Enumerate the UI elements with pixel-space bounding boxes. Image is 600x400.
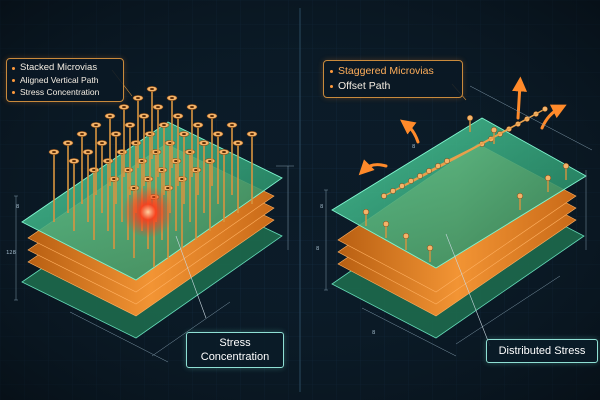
microvia <box>48 149 60 222</box>
copper-trace <box>446 108 546 162</box>
right-dimension-lines <box>324 85 593 357</box>
right-callout-item: Offset Path <box>330 79 456 94</box>
microvia <box>212 131 224 204</box>
microvia <box>118 104 130 177</box>
dimension-label: 8 <box>412 144 416 150</box>
microvia <box>186 104 198 177</box>
dimension-label: 8 <box>16 204 20 210</box>
left-callout-item: Stress Concentration <box>12 86 118 98</box>
microvia <box>68 158 80 231</box>
microvia <box>542 106 548 112</box>
stress-arrows <box>358 76 567 176</box>
microvia <box>408 178 414 184</box>
right-callout: Staggered Microvias Offset Path <box>323 60 463 98</box>
microvia <box>132 95 144 168</box>
microvia <box>158 122 170 195</box>
microvia <box>417 173 423 179</box>
microvia <box>62 140 74 213</box>
microvia <box>435 163 441 169</box>
microvia <box>178 131 190 204</box>
microvia <box>226 122 238 195</box>
microvia <box>198 140 210 213</box>
left-callout-item: Stacked Microvias <box>12 62 118 74</box>
microvia <box>166 95 178 168</box>
left-callout-item: Aligned Vertical Path <box>12 74 118 86</box>
right-trace-network <box>362 106 570 262</box>
microvia <box>152 104 164 177</box>
dimension-label: 8 <box>372 330 376 336</box>
microvia <box>390 188 396 194</box>
right-pcb-stack <box>331 117 587 339</box>
microvia <box>192 122 204 195</box>
microvia <box>426 168 432 174</box>
dimension-label: 8 <box>316 246 320 252</box>
microvia <box>172 113 184 186</box>
left-leader-line <box>175 235 207 319</box>
microvia <box>246 131 258 204</box>
stress-hotspot <box>122 186 174 238</box>
microvia <box>90 122 102 195</box>
left-via-array <box>48 86 258 267</box>
microvia <box>206 113 218 186</box>
dimension-label: 128 <box>6 250 16 256</box>
microvia <box>218 149 230 222</box>
left-callout: Stacked Microvias Aligned Vertical Path … <box>6 58 124 102</box>
microvia <box>104 113 116 186</box>
microvia <box>124 122 136 195</box>
microvia <box>96 140 108 213</box>
right-callout-item: Staggered Microvias <box>330 64 456 79</box>
distributed-stress-label: Distributed Stress <box>486 339 598 363</box>
microvia <box>76 131 88 204</box>
microvia <box>232 140 244 213</box>
stress-concentration-label: Stress Concentration <box>186 332 284 368</box>
microvia <box>82 149 94 222</box>
left-dimension-lines <box>14 165 294 363</box>
microvia <box>110 131 122 204</box>
microvia <box>399 183 405 189</box>
dimension-label: 8 <box>320 204 324 210</box>
microvia <box>444 158 450 164</box>
microvia <box>381 193 387 199</box>
microvia <box>146 86 158 159</box>
microvia <box>138 113 150 186</box>
right-leader-line <box>445 233 491 347</box>
